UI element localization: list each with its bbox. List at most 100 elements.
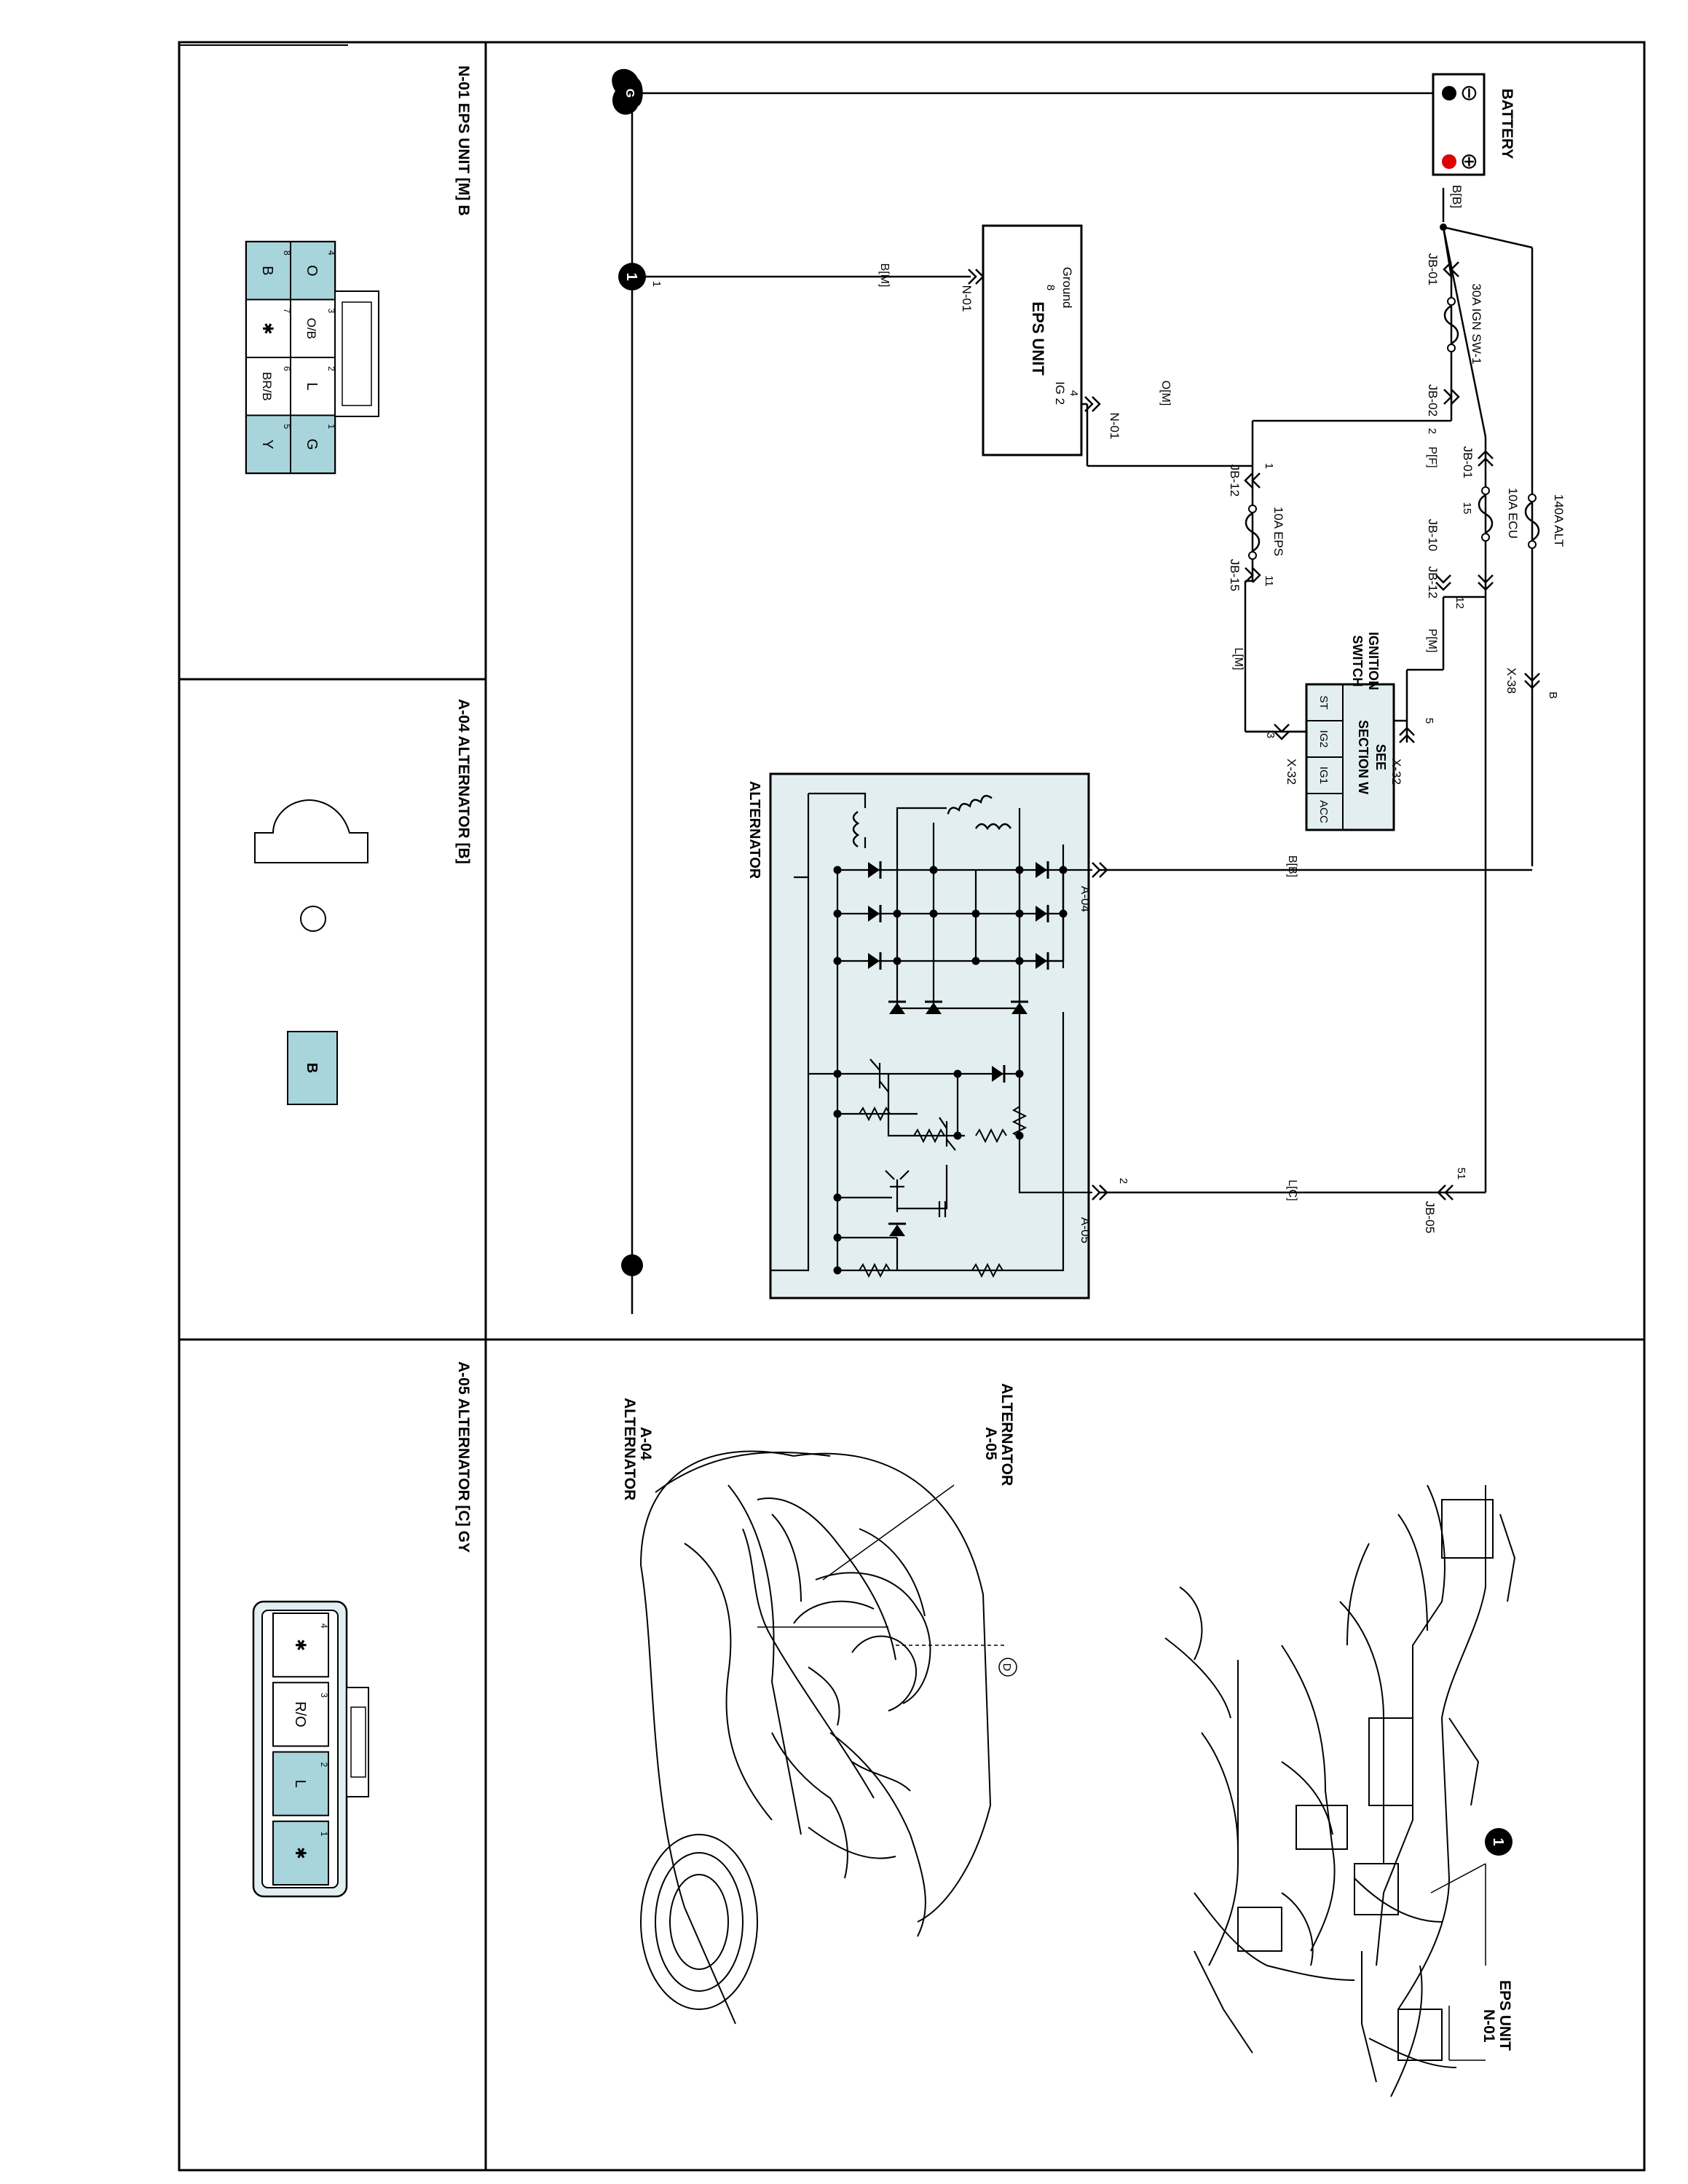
engine-bay-illustration	[640, 1450, 992, 2025]
svg-text:B[M]: B[M]	[878, 264, 891, 288]
svg-text:5: 5	[1423, 718, 1435, 724]
fuse-10a-ecu: 10A ECU JB-01 JB-10 15	[1426, 446, 1520, 591]
svg-text:1: 1	[1263, 463, 1275, 469]
coil-icon	[947, 794, 993, 815]
svg-text:12: 12	[1454, 597, 1466, 609]
svg-text:15: 15	[1461, 502, 1473, 515]
connector-pin-label: L	[292, 1780, 308, 1788]
alternator-title: ALTERNATOR	[746, 781, 762, 879]
svg-text:A-05: A-05	[1078, 1217, 1092, 1243]
ground-symbol: G	[612, 68, 643, 115]
svg-text:O[M]: O[M]	[1159, 381, 1172, 406]
svg-text:10A EPS: 10A EPS	[1271, 507, 1285, 556]
svg-text:30A IGN SW-1: 30A IGN SW-1	[1470, 283, 1483, 364]
resistor-icon	[1011, 1106, 1028, 1138]
connector-pin-number: 1	[319, 1832, 329, 1837]
svg-text:X-38: X-38	[1504, 668, 1518, 694]
svg-text:JB-12: JB-12	[1426, 566, 1440, 598]
ground-point-icon	[1485, 1828, 1513, 1856]
battery-plus-icon: ⊕	[1457, 152, 1481, 170]
fuse-icon	[1245, 512, 1261, 553]
svg-text:N-01: N-01	[1480, 2009, 1497, 2043]
battery-minus-icon: ⊖	[1457, 84, 1481, 102]
svg-text:SWITCH: SWITCH	[1350, 636, 1365, 687]
resistor-icon	[971, 1262, 1003, 1278]
svg-text:10A ECU: 10A ECU	[1506, 488, 1520, 539]
jb-12-connector: JB-12 12	[1426, 566, 1466, 609]
connector-pin-cell	[290, 414, 336, 474]
svg-text:L[M]: L[M]	[1232, 647, 1245, 670]
fuse-140a-alt: 140A ALT	[1524, 494, 1566, 549]
svg-text:Ground: Ground	[1060, 267, 1074, 309]
svg-text:1: 1	[623, 272, 639, 280]
svg-text:2: 2	[1426, 428, 1438, 434]
battery: ⊖ ⊕ BATTERY B[B]	[1432, 73, 1515, 208]
svg-text:ST: ST	[1317, 695, 1330, 709]
svg-text:JB-01: JB-01	[1426, 253, 1440, 285]
svg-text:IG2: IG2	[1317, 730, 1330, 748]
battery-positive-terminal	[1442, 154, 1456, 169]
svg-text:JB-01: JB-01	[1461, 446, 1475, 478]
resistor-icon	[913, 1128, 945, 1144]
fuse-10a-eps: 10A EPS JB-12 JB-15 1 11	[1228, 463, 1285, 591]
fuse-icon	[1478, 494, 1494, 534]
connector-pin-cell	[272, 1613, 329, 1678]
location-a04-alternator: A-04	[637, 1427, 654, 1460]
svg-text:ALTERNATOR: ALTERNATOR	[621, 1398, 638, 1500]
connector-pin-cell	[245, 241, 291, 301]
connector-pin-cell	[245, 357, 291, 416]
junction-dot	[1440, 223, 1447, 231]
svg-text:N-01: N-01	[960, 285, 974, 312]
resistor-icon	[859, 1106, 891, 1122]
connector-n01: N-01 EPS UNIT [M] B O4O/B3L2G1B8✱7BR/B6Y…	[245, 66, 472, 475]
eps-unit-title: EPS UNIT	[1029, 301, 1047, 376]
svg-text:JB-15: JB-15	[1228, 559, 1242, 591]
svg-text:3: 3	[1264, 732, 1277, 738]
page-frame	[178, 41, 1646, 2172]
battery-negative-terminal	[1442, 86, 1456, 100]
ignition-switch-title: IGNITION	[1366, 632, 1381, 690]
connector-pin-number: 7	[282, 309, 292, 314]
svg-text:B: B	[1547, 692, 1559, 699]
connector-pin-label: G	[304, 438, 320, 450]
connector-a04: A-04 ALTERNATOR [B] B	[254, 699, 472, 1105]
svg-text:IG 2: IG 2	[1053, 381, 1067, 405]
fuse-30a-ign-sw: 30A IGN SW-1 JB-01 JB-02 2	[1426, 253, 1483, 434]
location-marker-d: D	[1001, 1663, 1013, 1671]
location-ground-point-1: 1	[1490, 1837, 1506, 1845]
svg-text:JB-12: JB-12	[1228, 464, 1242, 496]
location-alternator-a05: ALTERNATOR	[998, 1383, 1015, 1486]
svg-text:JB-02: JB-02	[1426, 384, 1440, 416]
connector-pin-number: 3	[326, 309, 336, 314]
svg-text:8: 8	[1044, 285, 1057, 290]
location-eps-unit: EPS UNIT	[1496, 1980, 1513, 2051]
svg-text:4: 4	[1068, 390, 1080, 396]
svg-text:P[M]: P[M]	[1426, 629, 1438, 653]
svg-text:G: G	[623, 89, 636, 98]
svg-text:A-05: A-05	[982, 1427, 999, 1460]
svg-text:1: 1	[650, 281, 663, 287]
fuse-icon	[1524, 501, 1540, 542]
connector-a05-title: A-05 ALTERNATOR [C] GY	[455, 1361, 472, 1553]
ground-point-icon	[618, 263, 646, 290]
alternator: ALTERNATOR A-04 2 A-05	[746, 772, 1129, 1299]
svg-text:B[B]: B[B]	[1286, 855, 1298, 877]
connector-pin-label: O	[304, 265, 320, 277]
connector-pin-number: 8	[282, 250, 292, 256]
svg-text:X-32: X-32	[1389, 759, 1403, 785]
svg-text:JB-05: JB-05	[1423, 1201, 1437, 1233]
connector-pin-cell	[272, 1682, 329, 1747]
connector-n01-title: N-01 EPS UNIT [M] B	[455, 66, 472, 216]
svg-text:JB-10: JB-10	[1426, 519, 1440, 551]
svg-text:L[C]: L[C]	[1286, 1179, 1298, 1200]
connector-a04-title: A-04 ALTERNATOR [B]	[455, 699, 472, 864]
connector-pin-label: O/B	[304, 318, 318, 339]
jb-05-connector: JB-05 51	[1423, 1168, 1467, 1234]
connector-pin-cell	[290, 298, 336, 358]
svg-text:51: 51	[1455, 1168, 1467, 1180]
coil-icon	[974, 823, 1012, 831]
connector-pin-label: Y	[259, 440, 275, 449]
